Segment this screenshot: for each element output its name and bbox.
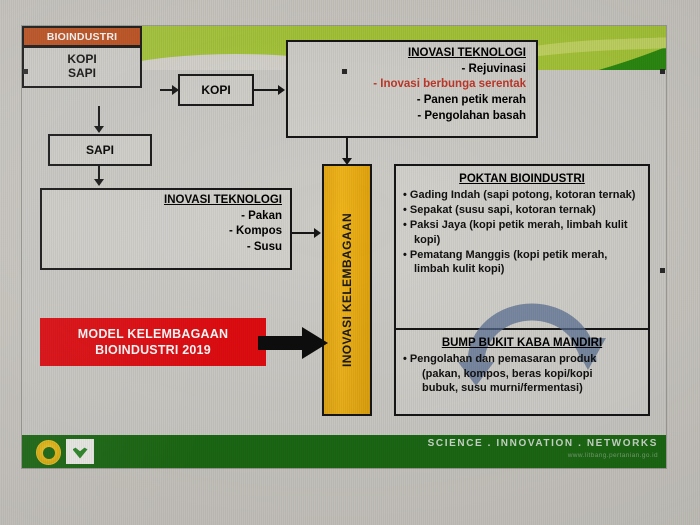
inovasi-teknologi-kopi-title: INOVASI TEKNOLOGI	[408, 47, 526, 59]
poktan-item-0: Gading Indah (sapi potong, kotoran terna…	[403, 188, 641, 203]
inovasi-teknologi-sapi-title: INOVASI TEKNOLOGI	[164, 194, 282, 206]
poktan-bioindustri-section: POKTAN BIOINDUSTRI Gading Indah (sapi po…	[396, 166, 648, 330]
footer-text-block: SCIENCE . INNOVATION . NETWORKS www.litb…	[428, 438, 658, 459]
bioindustri-box-title: BIOINDUSTRI	[46, 30, 118, 43]
selection-handle[interactable]	[660, 268, 665, 273]
poktan-item-2: Paksi Jaya (kopi petik merah, limbah kul…	[403, 218, 641, 247]
kelembagaan-detail-panel: POKTAN BIOINDUSTRI Gading Indah (sapi po…	[394, 164, 650, 416]
arrow-head-down	[342, 158, 352, 165]
bioindustri-box-body: KOPI SAPI	[22, 46, 142, 88]
bump-bukit-kaba-mandiri-section: BUMP BUKIT KABA MANDIRI Pengolahan dan p…	[396, 330, 648, 416]
inovasi-kelembagaan-label: INOVASI KELEMBAGAAN	[340, 212, 354, 368]
selection-handle[interactable]	[660, 69, 665, 74]
inovasi-teknologi-sapi-item-0: - Pakan	[241, 209, 282, 222]
slide-footer-band: SCIENCE . INNOVATION . NETWORKS www.litb…	[22, 435, 666, 468]
sapi-box-label: SAPI	[85, 143, 114, 157]
sapi-box[interactable]: SAPI	[48, 134, 152, 166]
arrow-head-right	[278, 85, 285, 95]
poktan-item-3: Pematang Manggis (kopi petik merah, limb…	[403, 248, 641, 277]
connector-bioindustri-to-sapi	[98, 106, 100, 127]
connector-teknologi-top-to-kelembagaan	[346, 138, 348, 162]
connector-sapi-to-teknologi	[98, 166, 100, 180]
block-arrow-right-icon	[258, 327, 328, 359]
arrow-head-right	[172, 85, 179, 95]
inovasi-teknologi-kopi-box[interactable]: INOVASI TEKNOLOGI - Rejuvinasi - Inovasi…	[286, 40, 538, 138]
kopi-box-label: KOPI	[201, 83, 231, 97]
inovasi-teknologi-kopi-item-3: - Pengolahan basah	[417, 110, 526, 123]
selection-handle[interactable]	[342, 69, 347, 74]
bump-item-line1: Pengolahan dan pemasaran produk	[409, 353, 597, 366]
model-kelembagaan-line2: BIOINDUSTRI 2019	[95, 343, 211, 357]
presentation-slide: BIOINDUSTRI KOPI SAPI KOPI SAPI INOVASI …	[22, 26, 666, 468]
kementan-logo-icon	[36, 440, 61, 465]
connector-teknologi-to-kelembagaan	[292, 232, 318, 234]
bioindustri-box-header: BIOINDUSTRI	[22, 26, 142, 47]
arrow-head-down	[94, 179, 104, 186]
inovasi-teknologi-sapi-item-1: - Kompos	[228, 225, 282, 238]
footer-url[interactable]: www.litbang.pertanian.go.id	[567, 452, 658, 459]
arrow-head-right	[314, 228, 321, 238]
model-kelembagaan-line1: MODEL KELEMBAGAAN	[77, 326, 229, 341]
bump-item: Pengolahan dan pemasaran produk(pakan, k…	[403, 352, 641, 396]
bioindustri-item-kopi: KOPI	[67, 52, 97, 67]
selection-handle[interactable]	[23, 69, 28, 74]
kopi-box[interactable]: KOPI	[178, 74, 254, 106]
bioindustri-item-sapi: SAPI	[67, 66, 96, 80]
balitbangtan-logo-icon	[66, 439, 94, 464]
inovasi-teknologi-kopi-item-1: - Inovasi berbunga serentak	[373, 78, 526, 91]
model-kelembagaan-banner[interactable]: MODEL KELEMBAGAAN BIOINDUSTRI 2019	[40, 318, 266, 366]
poktan-item-1: Sepakat (susu sapi, kotoran ternak)	[403, 203, 641, 218]
connector-kopi-to-teknologi	[254, 89, 280, 91]
poktan-title: POKTAN BIOINDUSTRI	[459, 173, 585, 185]
inovasi-kelembagaan-bar[interactable]: INOVASI KELEMBAGAAN	[322, 164, 372, 416]
bump-item-line2: (pakan, kompos, beras kopi/kopi	[422, 367, 593, 380]
bump-title: BUMP BUKIT KABA MANDIRI	[441, 337, 603, 349]
inovasi-teknologi-sapi-box[interactable]: INOVASI TEKNOLOGI - Pakan - Kompos - Sus…	[40, 188, 292, 270]
inovasi-teknologi-kopi-item-0: - Rejuvinasi	[461, 62, 526, 75]
inovasi-teknologi-kopi-item-2: - Panen petik merah	[416, 94, 526, 107]
bump-item-line3: bubuk, susu murni/fermentasi)	[422, 382, 583, 395]
bioindustri-box[interactable]: BIOINDUSTRI KOPI SAPI	[22, 26, 142, 88]
arrow-head-down	[94, 126, 104, 133]
connector-bioindustri-to-kopi	[160, 89, 174, 91]
footer-tagline: SCIENCE . INNOVATION . NETWORKS	[427, 438, 658, 449]
inovasi-teknologi-sapi-item-2: - Susu	[246, 240, 282, 253]
